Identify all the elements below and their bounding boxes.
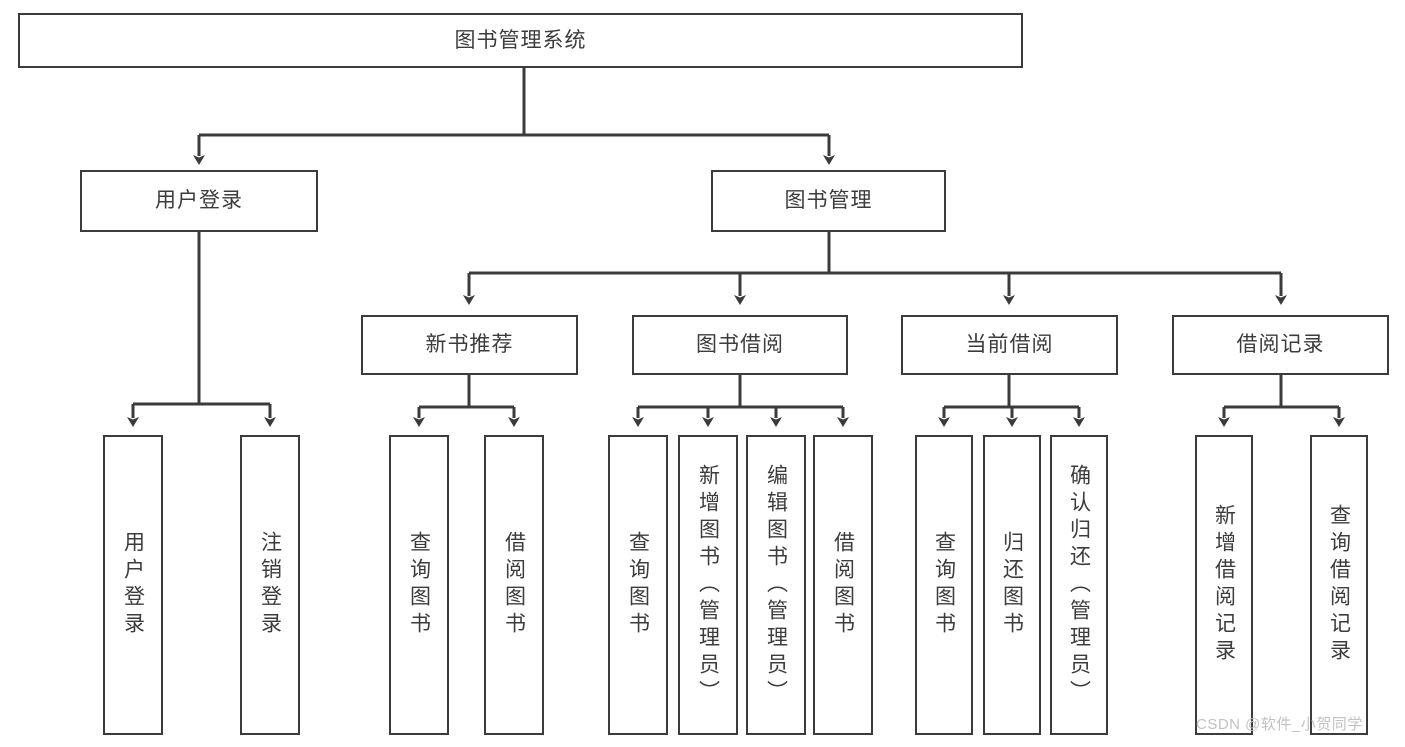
leaf-node[interactable]: 归还图书 (983, 435, 1041, 735)
leaf-node[interactable]: 确认归还（管理员） (1050, 435, 1108, 735)
leaf-node[interactable]: 编辑图书（管理员） (746, 435, 806, 735)
csdn-watermark: CSDN @软件_小贺同学 (1196, 716, 1363, 733)
leaf-node[interactable]: 查询图书 (608, 435, 668, 735)
leaf-node[interactable]: 注销登录 (240, 435, 300, 735)
leaf-node[interactable]: 借阅图书 (484, 435, 544, 735)
leaf-label: 注销登录 (258, 531, 282, 639)
leaf-node[interactable]: 借阅图书 (813, 435, 873, 735)
node-current-borrow-label: 当前借阅 (965, 333, 1054, 357)
node-root[interactable]: 图书管理系统 (18, 13, 1023, 68)
leaf-node[interactable]: 查询图书 (915, 435, 973, 735)
leaf-label: 借阅图书 (831, 531, 855, 639)
leaf-node[interactable]: 新增借阅记录 (1195, 435, 1253, 735)
node-root-label: 图书管理系统 (454, 28, 587, 52)
node-borrow-records-label: 借阅记录 (1236, 333, 1325, 357)
leaf-label: 查询图书 (932, 531, 956, 639)
node-book-borrow-label: 图书借阅 (696, 333, 784, 357)
leaf-node[interactable]: 新增图书（管理员） (678, 435, 738, 735)
node-book-borrow[interactable]: 图书借阅 (632, 315, 848, 375)
leaf-label: 借阅图书 (502, 531, 526, 639)
leaf-label: 新增图书（管理员） (696, 463, 720, 707)
node-book-management[interactable]: 图书管理 (711, 170, 946, 232)
node-current-borrow[interactable]: 当前借阅 (901, 315, 1118, 375)
node-user-login[interactable]: 用户登录 (80, 170, 318, 232)
node-borrow-records[interactable]: 借阅记录 (1172, 315, 1389, 375)
leaf-label: 用户登录 (121, 531, 145, 639)
leaf-label: 归还图书 (1000, 531, 1024, 639)
node-book-management-label: 图书管理 (784, 189, 873, 213)
node-new-book-recommend-label: 新书推荐 (425, 333, 514, 357)
leaf-label: 查询借阅记录 (1327, 504, 1351, 666)
node-new-book-recommend[interactable]: 新书推荐 (361, 315, 578, 375)
leaf-label: 编辑图书（管理员） (764, 463, 788, 707)
leaf-node[interactable]: 用户登录 (103, 435, 163, 735)
node-user-login-label: 用户登录 (155, 189, 243, 213)
leaf-label: 查询图书 (626, 531, 650, 639)
leaf-node[interactable]: 查询图书 (389, 435, 449, 735)
leaf-label: 确认归还（管理员） (1067, 463, 1091, 707)
leaf-node[interactable]: 查询借阅记录 (1310, 435, 1368, 735)
leaf-label: 新增借阅记录 (1212, 504, 1236, 666)
leaf-label: 查询图书 (407, 531, 431, 639)
